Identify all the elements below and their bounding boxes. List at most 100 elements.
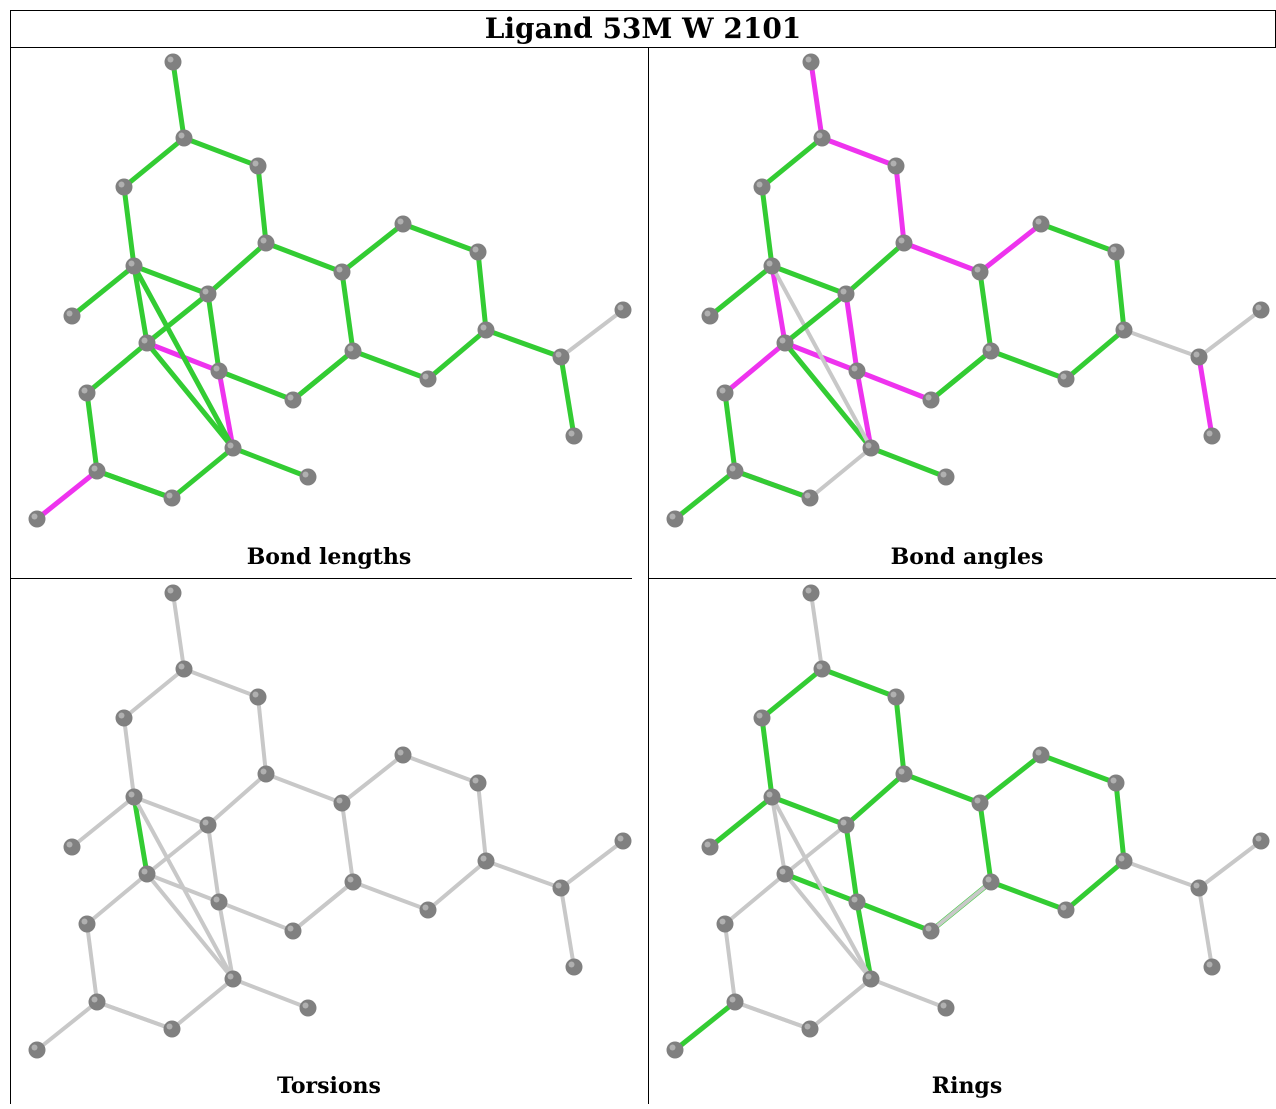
atom-highlight-3 (898, 237, 905, 244)
molecule-diagram-bond-angles (666, 53, 1270, 528)
atom-1 (813, 660, 831, 678)
atom-highlight-19 (804, 492, 811, 499)
atom-21 (937, 999, 955, 1017)
atom-highlight-21 (302, 1002, 309, 1009)
grid-line-middle-left (10, 578, 632, 579)
bond-2-3 (893, 163, 907, 246)
atom-14 (125, 788, 143, 806)
panel-rings: Rings (649, 579, 1276, 1109)
atom-2 (887, 157, 905, 175)
atom-10 (922, 391, 940, 409)
atom-highlight-2 (890, 160, 897, 167)
atom-highlight-0 (805, 56, 812, 63)
atom-4 (971, 263, 989, 281)
atom-highlight-10 (925, 925, 932, 932)
atom-highlight-3 (260, 768, 267, 775)
atom-17 (716, 915, 734, 933)
bond-16-20 (145, 872, 235, 981)
bond-12-11 (843, 822, 860, 905)
atom-highlight-8 (422, 904, 429, 911)
atom-highlight-3 (260, 237, 267, 244)
atom-15 (701, 307, 719, 325)
atom-highlight-24 (617, 304, 624, 311)
atom-3 (895, 765, 913, 783)
bond-20-19 (808, 977, 873, 1031)
atom-15 (63, 838, 81, 856)
atom-23 (552, 348, 570, 366)
bond-2-3 (256, 695, 268, 776)
bond-7-23 (1122, 328, 1201, 359)
atom-highlight-1 (178, 663, 185, 670)
atom-highlight-5 (1035, 218, 1042, 225)
molecule-diagram-torsions (28, 584, 632, 1059)
atom-highlight-14 (128, 260, 135, 267)
atom-8 (419, 901, 437, 919)
bond-5-6 (1038, 221, 1119, 255)
atom-highlight-4 (974, 797, 981, 804)
atom-highlight-22 (669, 513, 676, 520)
atom-highlight-11 (213, 365, 220, 372)
panel-bond-lengths: Bond lengths (11, 48, 647, 578)
bond-1-13 (759, 666, 825, 721)
atom-5 (1032, 215, 1050, 233)
grid-line-left (10, 47, 11, 1104)
bond-19-18 (732, 468, 813, 501)
atom-20 (224, 439, 242, 457)
atom-highlight-2 (252, 160, 259, 167)
bond-14-16 (769, 263, 788, 346)
bond-7-8 (425, 327, 489, 382)
atom-9 (982, 342, 1000, 360)
atom-18 (88, 993, 106, 1011)
atom-highlight-23 (1193, 882, 1200, 889)
atom-14 (763, 788, 781, 806)
atom-9 (344, 873, 362, 891)
bond-13-14 (759, 184, 775, 269)
atom-highlight-0 (167, 56, 174, 63)
atom-11 (848, 362, 866, 380)
atom-16 (776, 334, 794, 352)
bond-7-8 (1063, 327, 1127, 382)
atom-highlight-1 (178, 132, 185, 139)
atom-25 (565, 427, 583, 445)
bond-4-5 (339, 221, 406, 275)
atom-highlight-1 (816, 663, 823, 670)
atom-3 (895, 234, 913, 252)
bond-12-16 (145, 823, 210, 876)
atom-6 (469, 243, 487, 261)
molecule-diagram-rings (666, 584, 1270, 1059)
atom-7 (477, 852, 495, 870)
bond-16-17 (722, 340, 788, 396)
bond-11-20 (216, 368, 236, 451)
bond-23-24 (559, 308, 625, 359)
bond-20-19 (170, 977, 235, 1031)
atom-25 (565, 958, 583, 976)
grid-line-middle-right (648, 578, 1276, 579)
bond-9-4 (339, 269, 356, 354)
bond-20-19 (808, 446, 873, 500)
atom-13 (753, 709, 771, 727)
atom-17 (78, 915, 96, 933)
atom-highlight-8 (1060, 373, 1067, 380)
atom-highlight-13 (756, 181, 763, 188)
bond-5-6 (400, 221, 481, 255)
atom-highlight-23 (555, 882, 562, 889)
bond-19-18 (95, 1000, 174, 1031)
bond-11-10 (854, 899, 934, 934)
bond-13-14 (759, 715, 775, 800)
atom-highlight-9 (347, 876, 354, 883)
bond-18-22 (672, 468, 738, 522)
bond-14-15 (69, 263, 137, 319)
atom-highlight-10 (287, 394, 294, 401)
atom-25 (1203, 958, 1221, 976)
report-frame: Ligand 53M W 2101 Bond lengths Bond angl… (10, 10, 1276, 1104)
atom-highlight-20 (865, 973, 872, 980)
atom-21 (299, 999, 317, 1017)
atom-8 (1057, 901, 1075, 919)
ligand-title: Ligand 53M W 2101 (10, 10, 1276, 47)
bond-9-10 (290, 348, 356, 403)
bond-14-20 (131, 263, 236, 451)
bonds (35, 591, 625, 1052)
bond-3-12 (205, 240, 269, 297)
bond-3-4 (263, 240, 345, 275)
bond-12-16 (783, 823, 848, 876)
